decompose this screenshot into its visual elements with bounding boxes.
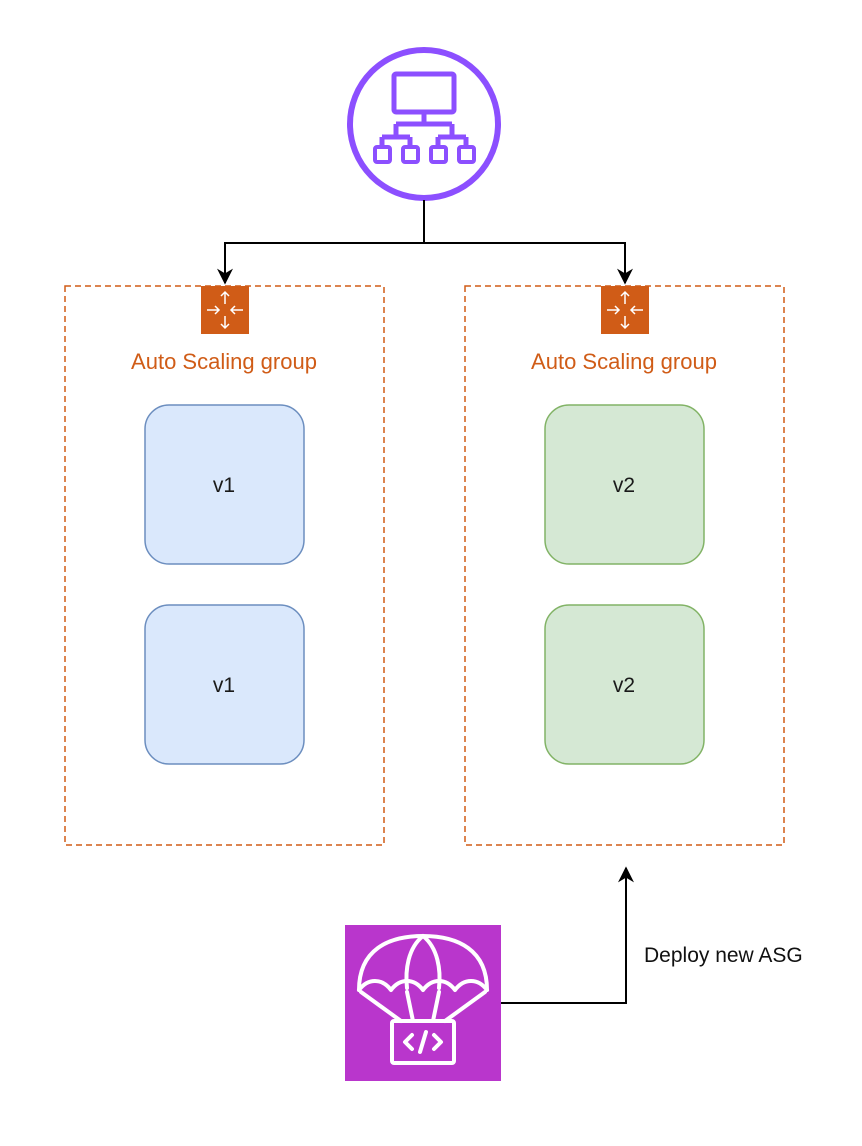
instance-node[interactable]: v2 [544, 604, 705, 765]
arrow-to-group-1 [217, 200, 425, 285]
instance-node[interactable]: v1 [144, 404, 305, 565]
codedeploy-parachute-icon[interactable] [345, 925, 501, 1081]
lb-connectors [217, 200, 633, 285]
arrow-to-group-2 [424, 242, 633, 285]
elastic-load-balancer-icon[interactable] [347, 47, 501, 201]
auto-scaling-group-2[interactable]: Auto Scaling group v2 v2 [464, 285, 785, 846]
deploy-label: Deploy new ASG [644, 944, 803, 967]
asg-label: Auto Scaling group [531, 349, 717, 374]
auto-scaling-icon [601, 286, 649, 334]
instance-node[interactable]: v2 [544, 404, 705, 565]
arrow-deploy-to-group-2 [501, 866, 634, 1004]
instance-label: v1 [213, 674, 235, 697]
instance-node[interactable]: v1 [144, 604, 305, 765]
instance-label: v2 [613, 474, 635, 497]
asg-label: Auto Scaling group [131, 349, 317, 374]
instance-label: v1 [213, 474, 235, 497]
auto-scaling-group-1[interactable]: Auto Scaling group v1 v1 [64, 285, 385, 846]
instance-label: v2 [613, 674, 635, 697]
auto-scaling-icon [201, 286, 249, 334]
